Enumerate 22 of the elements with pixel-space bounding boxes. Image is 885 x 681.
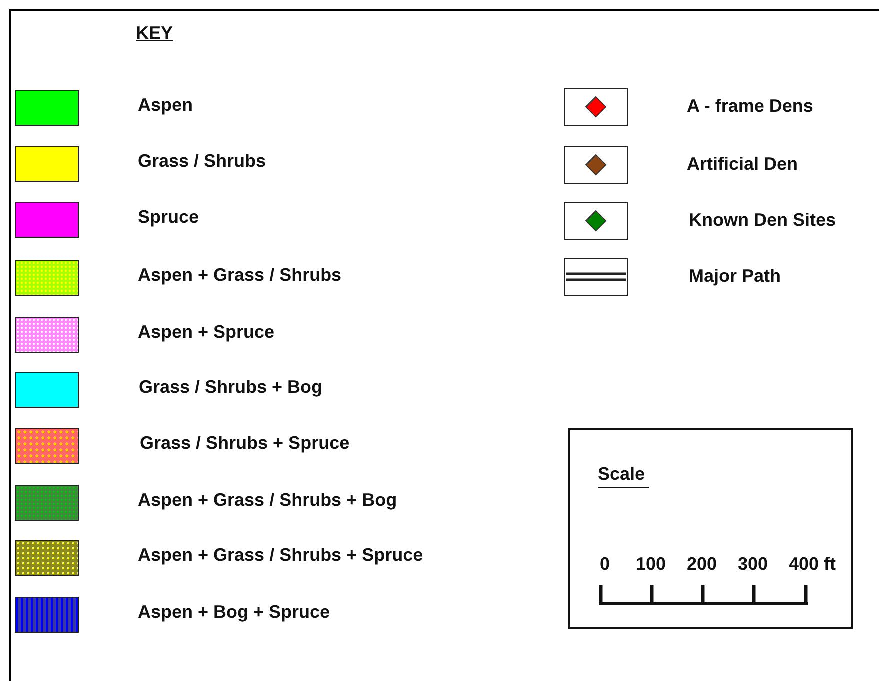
legend-text: Aspen + Grass / Shrubs + Spruce (138, 544, 424, 566)
legend-text: Spruce (138, 206, 200, 228)
scale-box (568, 428, 853, 629)
legend-text: Aspen + Bog + Spruce (138, 601, 330, 623)
legend-text: Known Den Sites (689, 209, 836, 231)
legend-text: Aspen + Grass / Shrubs (138, 264, 342, 286)
legend-text: Major Path (689, 265, 782, 287)
key-heading: KEY (136, 23, 174, 44)
legend-text: Grass / Shrubs (138, 150, 266, 172)
scale-tick-label: 400 ft (789, 554, 836, 575)
legend-text: Grass / Shrubs + Spruce (140, 432, 350, 454)
scale-tick-label: 0 (600, 554, 610, 575)
scale-tick-label: 200 (687, 554, 718, 575)
legend-text: Artificial Den (687, 153, 798, 175)
legend-text: Aspen (138, 94, 194, 116)
legend-text: A - frame Dens (687, 95, 814, 117)
scale-tick-label: 300 (738, 554, 768, 575)
legend-text: Aspen + Spruce (138, 321, 275, 343)
scale-tick-label: 100 (636, 554, 666, 575)
scale-heading: Scale (598, 464, 650, 488)
legend-text: Grass / Shrubs + Bog (139, 376, 323, 398)
legend-text: Aspen + Grass / Shrubs + Bog (138, 489, 398, 511)
